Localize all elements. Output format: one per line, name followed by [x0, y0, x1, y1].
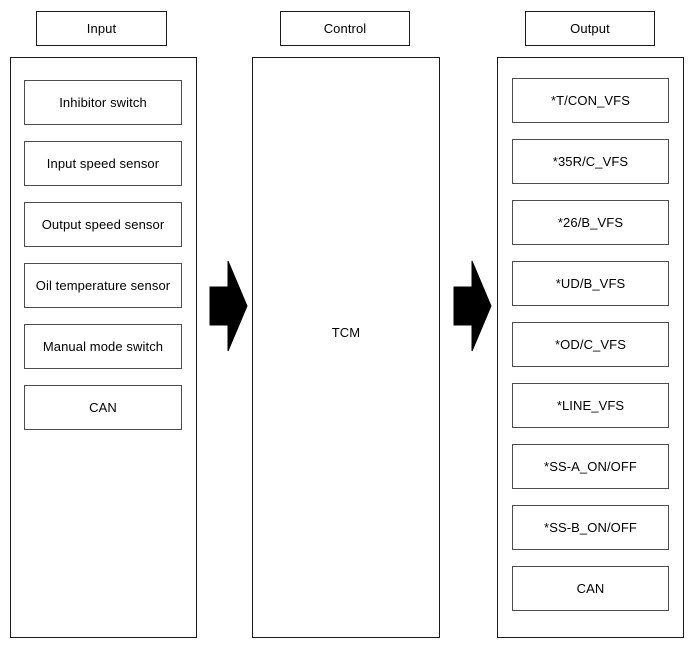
input-item-output-speed-sensor: Output speed sensor: [24, 202, 182, 247]
header-box-output: Output: [525, 11, 655, 46]
output-item-label: *35R/C_VFS: [552, 154, 629, 169]
header-label-input: Input: [86, 21, 117, 36]
output-item-label: *T/CON_VFS: [550, 93, 630, 108]
column-container-control: TCM: [252, 57, 440, 638]
column-container-input: Inhibitor switch Input speed sensor Outp…: [10, 57, 197, 638]
output-item-line-vfs: *LINE_VFS: [512, 383, 669, 428]
output-item-label: *26/B_VFS: [557, 215, 624, 230]
output-item-label: CAN: [576, 581, 605, 596]
output-item-label: *UD/B_VFS: [555, 276, 626, 291]
output-item-label: *LINE_VFS: [556, 398, 625, 413]
input-item-input-speed-sensor: Input speed sensor: [24, 141, 182, 186]
arrow-right-icon-input-to-control: [209, 259, 249, 353]
arrow-right-icon-control-to-output: [453, 259, 493, 353]
output-item-od-c-vfs: *OD/C_VFS: [512, 322, 669, 367]
input-item-label: Input speed sensor: [46, 156, 160, 171]
output-item-label: *OD/C_VFS: [555, 337, 626, 352]
output-item-ud-b-vfs: *UD/B_VFS: [512, 261, 669, 306]
input-item-can: CAN: [24, 385, 182, 430]
output-item-ss-b-on-off: *SS-B_ON/OFF: [512, 505, 669, 550]
input-item-inhibitor-switch: Inhibitor switch: [24, 80, 182, 125]
header-box-input: Input: [36, 11, 167, 46]
output-item-35r-c-vfs: *35R/C_VFS: [512, 139, 669, 184]
input-item-label: Oil temperature sensor: [35, 278, 171, 293]
input-item-label: Inhibitor switch: [59, 95, 147, 110]
header-box-control: Control: [280, 11, 410, 46]
output-item-label: *SS-B_ON/OFF: [544, 520, 637, 535]
output-item-can: CAN: [512, 566, 669, 611]
output-item-26-b-vfs: *26/B_VFS: [512, 200, 669, 245]
control-label-tcm: TCM: [331, 325, 361, 340]
input-item-label: CAN: [89, 400, 117, 415]
input-item-label: Output speed sensor: [41, 217, 165, 232]
column-container-output: *T/CON_VFS *35R/C_VFS *26/B_VFS *UD/B_VF…: [497, 57, 684, 638]
output-item-ss-a-on-off: *SS-A_ON/OFF: [512, 444, 669, 489]
header-label-control: Control: [323, 21, 367, 36]
input-item-oil-temperature-sensor: Oil temperature sensor: [24, 263, 182, 308]
input-item-label: Manual mode switch: [42, 339, 164, 354]
input-item-manual-mode-switch: Manual mode switch: [24, 324, 182, 369]
output-item-label: *SS-A_ON/OFF: [544, 459, 637, 474]
header-label-output: Output: [570, 21, 610, 36]
output-item-t-con-vfs: *T/CON_VFS: [512, 78, 669, 123]
